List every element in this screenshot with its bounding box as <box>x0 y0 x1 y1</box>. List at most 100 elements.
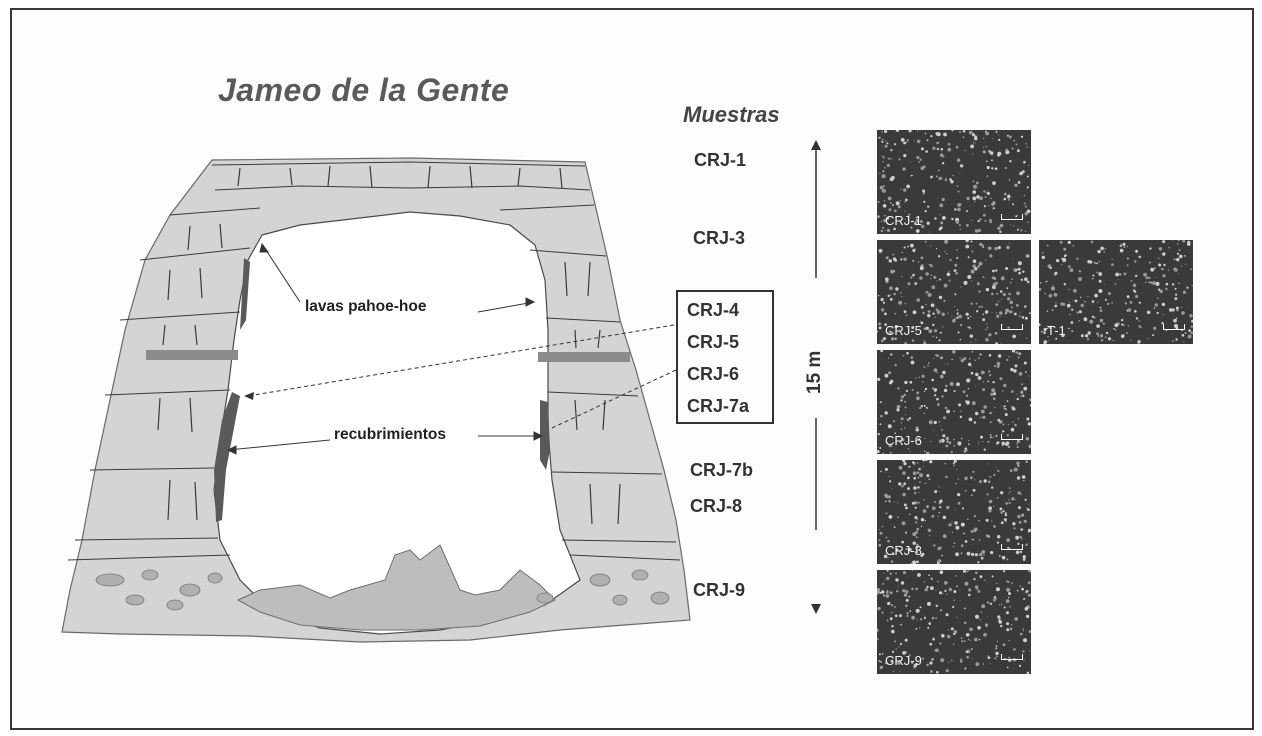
speckle <box>1015 143 1018 146</box>
speckle <box>910 562 913 564</box>
speckle <box>932 335 934 338</box>
speckle <box>959 357 961 359</box>
speckle <box>1006 538 1011 542</box>
speckle <box>976 588 979 591</box>
speckle <box>987 480 991 484</box>
speckle <box>914 222 917 225</box>
speckle <box>941 162 945 165</box>
speckle <box>1108 292 1111 295</box>
speckle <box>921 224 925 228</box>
micrograph-caption: CRJ-6 <box>885 433 922 448</box>
speckle <box>941 634 945 638</box>
speckle <box>1111 263 1114 266</box>
speckle <box>930 274 933 276</box>
speckle <box>1012 334 1016 339</box>
speckle <box>915 377 917 379</box>
speckle <box>906 287 908 288</box>
speckle <box>985 338 989 342</box>
speckle <box>1010 310 1013 313</box>
speckle <box>879 185 884 190</box>
speckle <box>1148 276 1151 279</box>
speckle <box>887 601 891 606</box>
speckle <box>919 158 922 161</box>
speckle <box>890 604 894 607</box>
speckle <box>1016 445 1019 449</box>
speckle <box>1008 656 1010 659</box>
speckle <box>983 448 986 451</box>
speckle <box>903 246 906 249</box>
micrograph-texture <box>878 460 1031 564</box>
speckle <box>980 409 985 414</box>
speckle <box>877 446 878 448</box>
speckle <box>938 169 940 172</box>
speckle <box>967 387 970 390</box>
speckle <box>956 185 959 188</box>
speckle <box>970 240 973 243</box>
speckle <box>883 157 885 159</box>
speckle <box>888 208 892 212</box>
speckle <box>879 401 882 404</box>
sample-label: CRJ-5 <box>687 332 740 352</box>
speckle <box>969 640 971 642</box>
speckle <box>895 548 899 552</box>
speckle <box>963 357 967 361</box>
speckle <box>988 499 993 504</box>
speckle <box>937 546 941 551</box>
speckle <box>897 516 899 518</box>
speckle <box>924 240 927 243</box>
speckle <box>877 628 879 632</box>
speckle <box>888 443 893 448</box>
speckle <box>1172 240 1174 241</box>
speckle <box>942 534 947 539</box>
speckle <box>952 319 956 323</box>
speckle <box>878 326 882 330</box>
speckle <box>1053 292 1058 297</box>
speckle <box>940 221 944 225</box>
speckle <box>1152 334 1155 337</box>
speckle <box>1026 671 1030 674</box>
speckle <box>971 552 975 556</box>
speckle <box>1020 135 1024 138</box>
speckle <box>922 192 926 195</box>
speckle <box>1048 294 1053 298</box>
speckle <box>881 131 883 133</box>
speckle <box>977 228 981 233</box>
speckle <box>879 447 882 449</box>
speckle <box>960 552 963 555</box>
speckle <box>1087 331 1091 335</box>
speckle <box>956 382 960 387</box>
speckle <box>1172 340 1174 343</box>
speckle <box>947 312 949 314</box>
speckle <box>983 205 986 208</box>
speckle <box>955 509 957 511</box>
speckle <box>929 460 933 464</box>
speckle <box>935 175 938 178</box>
speckle <box>939 153 944 157</box>
speckle <box>916 139 921 144</box>
speckle <box>915 488 917 490</box>
speckle <box>920 320 922 322</box>
speckle <box>974 229 979 233</box>
speckle <box>1056 259 1060 263</box>
speckle <box>937 581 939 583</box>
speckle <box>939 420 941 423</box>
speckle <box>998 554 1001 558</box>
speckle <box>883 572 885 574</box>
speckle <box>906 418 910 421</box>
speckle <box>968 440 970 442</box>
speckle <box>959 589 961 591</box>
scale-bar <box>1001 434 1023 440</box>
speckle <box>968 638 970 641</box>
speckle <box>893 501 895 503</box>
speckle <box>970 341 972 343</box>
speckle <box>944 250 946 253</box>
speckle <box>956 257 959 259</box>
speckle <box>1011 582 1013 584</box>
speckle <box>1100 339 1104 342</box>
speckle <box>881 653 884 655</box>
speckle <box>894 258 897 262</box>
speckle <box>1080 303 1084 308</box>
speckle <box>899 200 901 201</box>
speckle <box>1024 205 1027 208</box>
speckle <box>1039 323 1041 326</box>
